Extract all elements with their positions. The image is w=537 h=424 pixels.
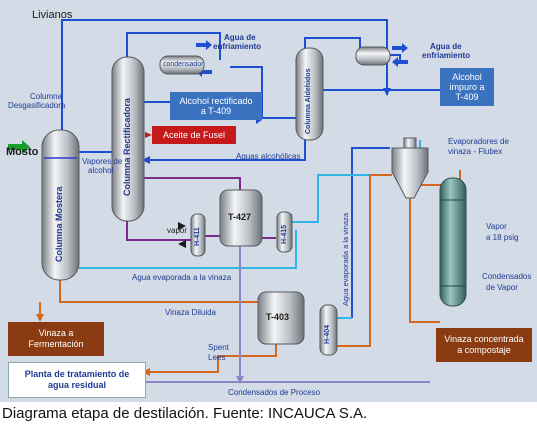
alcohol-rectificado-line1: Alcohol rectificado [179, 96, 253, 106]
columna-aldehidos [295, 47, 324, 141]
alcohol-impuro-line2: impuro a [449, 82, 485, 92]
vinaza-diluida-line [59, 280, 258, 303]
alcohol-impuro-box: Alcohol impuro a T-409 [440, 68, 494, 106]
vinaza-concentrada-line1: Vinaza concentrada [444, 334, 524, 344]
cool-water-out-arrow-2 [392, 57, 408, 67]
aceite-fusel-text: Aceite de Fusel [162, 130, 226, 140]
vapores-label-2: alcohol [88, 166, 114, 175]
livianos-label: Livianos [32, 9, 73, 21]
agua-evaporada-label: Agua evaporada a la vinaza [132, 273, 232, 282]
columna-mostera-label: Columna Mostera [54, 186, 64, 262]
tank-t427 [219, 189, 263, 247]
t427-label: T-427 [228, 212, 252, 222]
exchanger-h411 [190, 213, 206, 257]
evaporadores-label-1: Evaporadores de [448, 137, 509, 146]
agua-evap-to-h415 [292, 174, 392, 223]
vapor-arrow-1 [178, 222, 186, 230]
condensados-proceso-label: Condensados de Proceso [228, 388, 321, 397]
condensador-2 [355, 46, 391, 66]
purple-lines [126, 177, 276, 241]
condensados-vapor-label-2: de Vapor [486, 283, 518, 292]
evap-to-concentrada [409, 198, 440, 323]
h411-label: H-411 [194, 227, 201, 246]
aguas-arrow [142, 156, 150, 164]
livianos-down-arrow [383, 88, 391, 96]
vapor18-label-1: Vapor [486, 222, 507, 231]
vinaza-concentrada-line2: a compostaje [457, 345, 511, 355]
vapor18-label-2: a 18 psig [486, 233, 519, 242]
columna-aldehidos-label: Columna Aldehidos [305, 68, 312, 134]
h404-label: H-404 [324, 324, 331, 344]
exchanger-h404 [319, 304, 338, 356]
agua-enfriamiento-1a: Agua de [224, 33, 256, 42]
evaporador-top [403, 137, 417, 149]
rectificadora-overhead [126, 32, 221, 60]
process-lines [8, 19, 467, 384]
evaporador-flubex [439, 177, 467, 307]
cool-water-in-arrow-1 [196, 40, 212, 50]
planta-tratamiento-line2: agua residual [47, 380, 107, 390]
cond-to-aldehidos [230, 66, 296, 119]
exchanger-h415 [276, 211, 293, 253]
alcohol-impuro-line1: Alcohol [452, 72, 482, 82]
vapor-arrow-2 [178, 240, 186, 248]
vapores-label-1: Vapores de [82, 157, 123, 166]
vinaza-diluida-label: Vinaza Diluida [165, 308, 216, 317]
spent-lees-arrow [236, 376, 244, 384]
planta-arrow [142, 368, 150, 376]
aguas-alcoholicas-line [144, 138, 306, 161]
planta-tratamiento-line1: Planta de tratamiento de [24, 369, 130, 379]
alcohol-impuro-line3: T-409 [455, 92, 479, 102]
spent-lees-label-2: Lees [208, 353, 226, 362]
tank-t403 [257, 291, 305, 345]
alcohol-rectificado-line2: a T-409 [200, 106, 232, 116]
mosto-arrow [8, 140, 30, 154]
condensador-1 [159, 55, 205, 75]
h404-to-evap [329, 174, 392, 347]
agua-enfriamiento-2b: enfriamiento [422, 51, 471, 60]
agua-evaporada-vertical-label: Agua evaporada a la vinaza [341, 213, 350, 306]
columna-rectificadora [111, 56, 145, 222]
agua-enfriamiento-1b: enfriamiento [213, 42, 262, 51]
condensador-label: condensador [163, 61, 204, 68]
fusel-arrow [145, 132, 152, 138]
evaporador-cone [391, 147, 429, 199]
fermentacion-arrow [36, 314, 44, 322]
columna-rectificadora-label: Columna Rectificadora [122, 97, 132, 196]
aceite-fusel-box: Aceite de Fusel [152, 126, 236, 144]
desgasificadora-label-1: Columna [30, 92, 63, 101]
vinaza-fermentacion-line1: Vinaza a [38, 328, 74, 338]
distillation-diagram: Livianos Mosto Columna Desgasificadora V… [0, 0, 537, 402]
desgasificadora-label-2: Desgasificadora [8, 101, 66, 110]
rect-bottom-to-h411 [126, 220, 196, 241]
t403-label: T-403 [266, 312, 290, 322]
columna-mostera [41, 129, 80, 281]
condensados-vapor-label-1: Condensados [482, 272, 532, 281]
vinaza-concentrada-box: Vinaza concentrada a compostaje [436, 328, 532, 362]
mosto-label: Mosto [6, 146, 39, 158]
h415-label: H-415 [281, 224, 288, 244]
evap-vapor-line [351, 147, 390, 318]
rect-to-t427 [143, 177, 241, 190]
cyan-lines [79, 140, 421, 319]
aguas-alcoholicas-label: Aguas alcohólicas [236, 152, 301, 161]
vapor-label: vapor [167, 226, 188, 235]
evaporadores-label-2: vinaza - Flubex [448, 147, 503, 156]
vinaza-fermentacion-line2: Fermentación [28, 339, 84, 349]
spent-lees-label-1: Spent [208, 343, 229, 352]
alcohol-rectificado-box: Alcohol rectificado a T-409 [170, 92, 262, 120]
cool-water-in-arrow-2 [392, 43, 408, 53]
agua-evap-to-mostera [79, 230, 297, 269]
agua-enfriamiento-2a: Agua de [430, 42, 462, 51]
planta-tratamiento-box: Planta de tratamiento de agua residual [8, 362, 146, 398]
figure-caption: Diagrama etapa de destilación. Fuente: I… [2, 405, 368, 422]
vinaza-fermentacion-box: Vinaza a Fermentación [8, 322, 104, 356]
